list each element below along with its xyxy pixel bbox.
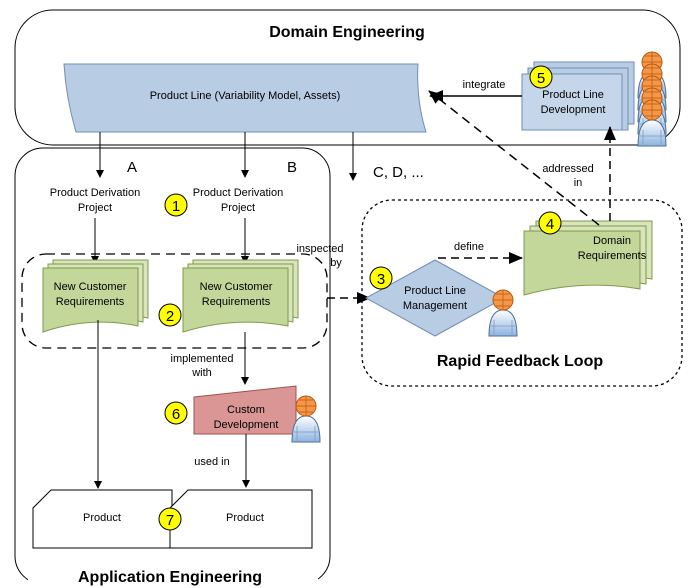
branch-more-label: C, D, ... [373,164,424,181]
feedback-edge [428,90,600,226]
svg-text:2: 2 [166,308,174,325]
badge-7: 7 [158,507,182,531]
project-b-label-2: Project [221,202,255,214]
domain-req-label-2: Requirements [578,250,647,262]
inspected-by-label-2: by [330,257,342,269]
project-b-label-1: Product Derivation [193,187,284,199]
svg-text:1: 1 [172,198,180,215]
badge-3: 3 [369,266,393,290]
inspected-by-label-1: inspected [296,243,343,255]
addressed-in-label-1: addressed [542,163,593,175]
req-b-label-2: Requirements [202,296,271,308]
badge-5: 5 [529,65,553,89]
custom-dev-label-2: Development [214,419,279,431]
product-a-label: Product [83,512,121,524]
plm-label-1: Product Line [404,285,466,297]
product-a-node [32,489,173,549]
requirements-group [21,253,328,349]
product-line-node [63,63,427,133]
custom-dev-label-1: Custom [227,404,265,416]
badge-4: 4 [538,211,562,235]
badge-1: 1 [164,193,188,217]
product-line-development-node [521,73,623,131]
badge-2: 2 [158,303,182,327]
application-engineering-title: Application Engineering [78,569,262,586]
branch-b-label: B [287,159,297,176]
svg-text:3: 3 [377,271,385,288]
addressed-in-label-2: in [574,177,583,189]
pl-development-label-2: Development [541,104,606,116]
svg-text:5: 5 [537,70,545,87]
req-a-label-2: Requirements [56,296,125,308]
svg-text:4: 4 [546,216,554,233]
project-a-label-1: Product Derivation [50,187,141,199]
rapid-feedback-loop-title: Rapid Feedback Loop [437,353,603,370]
domain-req-label-1: Domain [593,235,631,247]
product-b-node [169,489,313,549]
project-a-label-2: Project [78,202,112,214]
domain-requirements-node [523,230,641,296]
implemented-with-label-2: with [191,367,212,379]
svg-text:6: 6 [172,406,180,423]
used-in-label: used in [194,456,229,468]
new-customer-requirements-b [182,267,289,333]
plm-label-2: Management [403,300,467,312]
integrate-label: integrate [463,79,506,91]
product-b-label: Product [226,512,264,524]
domain-engineering-title: Domain Engineering [269,24,425,41]
pl-development-label-1: Product Line [542,89,604,101]
svg-text:7: 7 [166,512,174,529]
define-label: define [454,241,484,253]
product-line-manager-icon [488,289,518,337]
product-line-label: Product Line (Variability Model, Assets) [150,90,341,102]
branch-a-label: A [127,159,137,176]
req-a-label-1: New Customer [54,281,127,293]
req-b-label-1: New Customer [200,281,273,293]
badge-6: 6 [164,401,188,425]
implemented-with-label-1: implemented [171,353,234,365]
new-customer-requirements-a [42,267,139,333]
